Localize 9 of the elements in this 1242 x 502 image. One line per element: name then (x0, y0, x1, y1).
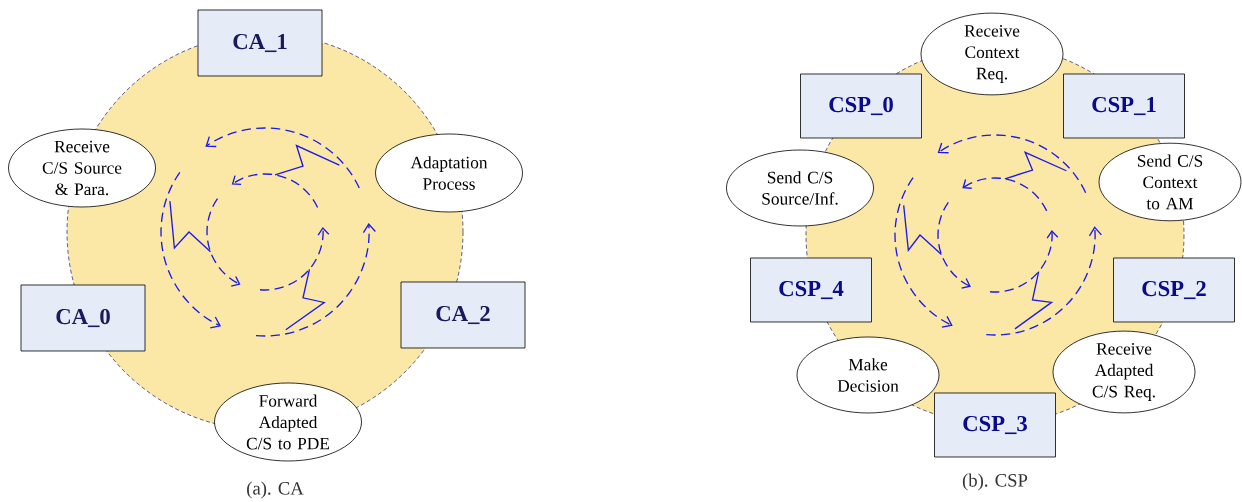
process-box: CA_1 (197, 9, 323, 77)
process-box: CSP_0 (800, 73, 922, 139)
process-box: CA_2 (400, 281, 526, 349)
process-box: CSP_2 (1113, 257, 1235, 323)
caption: (a). CA (247, 481, 304, 499)
process-box: CSP_3 (934, 392, 1056, 458)
process-box: CSP_4 (750, 257, 872, 323)
process-box: CA_0 (20, 284, 146, 352)
process-box: CSP_1 (1063, 73, 1185, 139)
